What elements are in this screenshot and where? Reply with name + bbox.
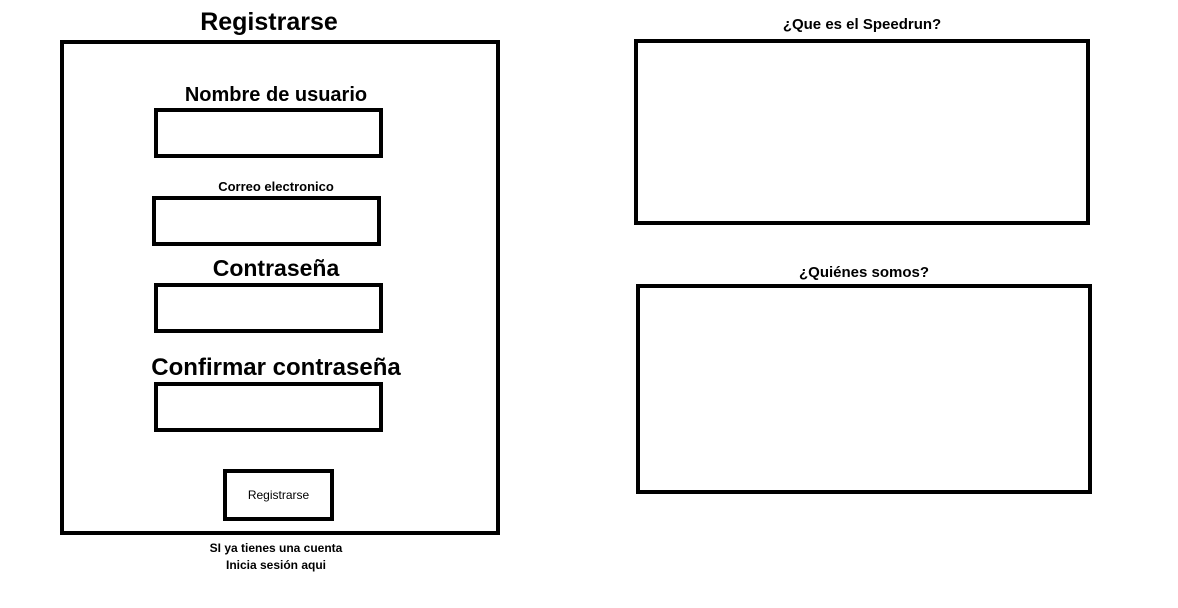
confirm-password-input[interactable]: [154, 382, 383, 432]
username-label: Nombre de usuario: [184, 84, 368, 106]
register-title: Registrarse: [200, 8, 338, 36]
password-input[interactable]: [154, 283, 383, 333]
about-panel: [636, 284, 1092, 494]
email-input[interactable]: [152, 196, 381, 246]
register-button[interactable]: Registrarse: [223, 469, 334, 521]
login-prompt: SI ya tienes una cuenta: [209, 541, 343, 555]
email-label: Correo electronico: [218, 179, 334, 194]
speedrun-panel: [634, 39, 1090, 225]
register-form: [60, 40, 500, 535]
about-title: ¿Quiénes somos?: [798, 264, 930, 281]
speedrun-title: ¿Que es el Speedrun?: [782, 16, 942, 33]
password-label: Contraseña: [212, 255, 340, 281]
confirm-password-label: Confirmar contraseña: [151, 354, 401, 381]
username-input[interactable]: [154, 108, 383, 158]
login-link[interactable]: Inicia sesión aqui: [225, 558, 327, 572]
